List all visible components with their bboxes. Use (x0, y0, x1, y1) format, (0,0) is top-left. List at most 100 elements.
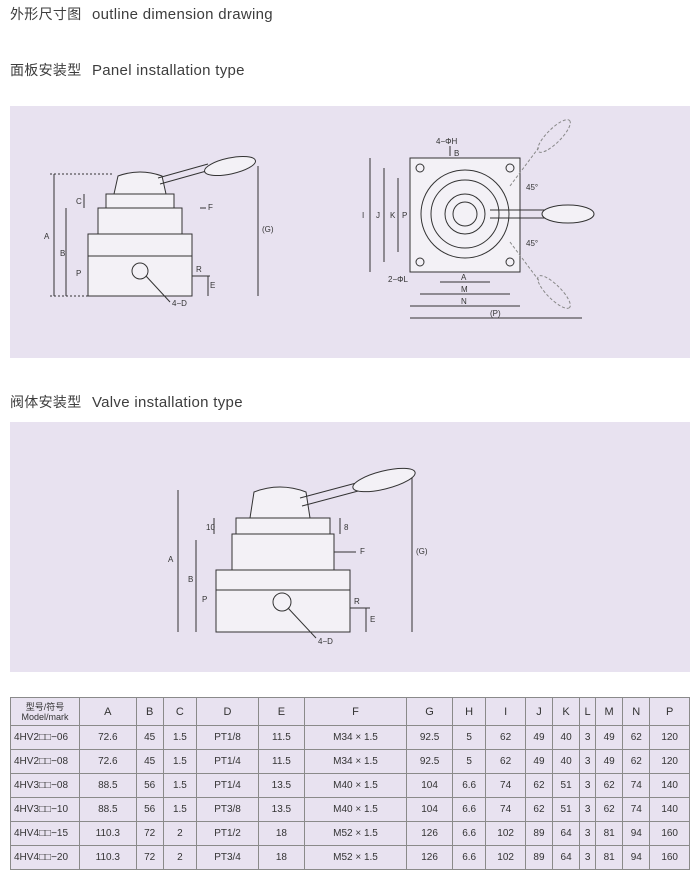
model-cell: 4HV3□□−08 (10, 773, 80, 798)
value-cell: 72 (135, 821, 164, 846)
value-cell: 11.5 (258, 749, 305, 774)
value-cell: 3 (579, 749, 597, 774)
label-b-top: B (454, 149, 459, 158)
model-cell: 4HV2□□−06 (10, 725, 80, 750)
label-b: B (60, 249, 65, 258)
value-cell: 18 (258, 821, 305, 846)
header-col-g: G (406, 697, 453, 726)
value-cell: 3 (579, 845, 597, 870)
label-r: R (196, 265, 202, 274)
value-cell: 5 (451, 725, 487, 750)
value-cell: 74 (485, 797, 526, 822)
value-cell: 49 (595, 725, 624, 750)
header-col-l: L (579, 697, 597, 726)
header-col-a: A (79, 697, 137, 726)
model-cell: 4HV4□□−15 (10, 821, 80, 846)
value-cell: 6.6 (451, 797, 487, 822)
mount-hole-br (505, 257, 515, 267)
valve-installation-drawing-panel: A 10 8 F B P R E 4−D (G) (10, 422, 690, 672)
value-cell: 74 (622, 797, 651, 822)
mount-hole-tl (415, 163, 425, 173)
label-k: K (390, 211, 396, 220)
handle-ghost-positions (509, 119, 571, 309)
handle-grip (352, 467, 416, 493)
label-p-top: P (402, 211, 407, 220)
value-cell: 81 (595, 845, 624, 870)
heading-panel-cn: 面板安装型 (10, 63, 82, 79)
label-e: E (370, 615, 375, 624)
header-col-i: I (485, 697, 526, 726)
value-cell: PT1/2 (196, 821, 259, 846)
value-cell: 88.5 (79, 773, 137, 798)
label-4d: 4−D (318, 637, 333, 646)
dial-inner-ring (444, 193, 486, 235)
label-b: B (188, 575, 193, 584)
handle-lever-side-lower (159, 169, 211, 185)
model-cell: 4HV4□□−20 (10, 845, 80, 870)
valve-installation-drawing: A 10 8 F B P R E 4−D (G) (168, 467, 428, 646)
label-f: F (208, 203, 213, 212)
value-cell: M40 × 1.5 (303, 773, 408, 798)
label-f: F (360, 547, 365, 556)
value-cell: 18 (258, 845, 305, 870)
value-cell: 92.5 (406, 725, 453, 750)
header-col-p: P (649, 697, 690, 726)
dial-center-hub (452, 201, 478, 227)
heading-outline-en: outline dimension drawing (91, 6, 273, 23)
header-col-d: D (196, 697, 259, 726)
header-col-f: F (303, 697, 408, 726)
header-col-c: C (162, 697, 198, 726)
value-cell: 3 (579, 797, 597, 822)
valve-nut (235, 517, 331, 535)
value-cell: 160 (649, 845, 690, 870)
value-cell: 94 (622, 845, 651, 870)
label-p: P (76, 269, 81, 278)
label-a: A (44, 232, 50, 241)
value-cell: 13.5 (258, 773, 305, 798)
label-n: N (461, 297, 467, 306)
label-j: J (376, 211, 380, 220)
value-cell: 13.5 (258, 797, 305, 822)
heading-valve-en: Valve installation type (91, 394, 243, 411)
value-cell: 104 (406, 773, 453, 798)
value-cell: 2 (162, 845, 198, 870)
value-cell: 102 (485, 845, 526, 870)
handle-grip-top (541, 204, 595, 224)
label-a: A (168, 555, 174, 564)
port-circle (272, 592, 292, 612)
value-cell: 74 (622, 773, 651, 798)
value-cell: M34 × 1.5 (303, 749, 408, 774)
header-col-n: N (622, 697, 651, 726)
value-cell: 62 (524, 797, 554, 822)
value-cell: 11.5 (258, 725, 305, 750)
mount-hole-tr (505, 163, 515, 173)
value-cell: 56 (135, 773, 164, 798)
value-cell: 140 (649, 773, 690, 798)
value-cell: PT1/4 (196, 749, 259, 774)
value-cell: 3 (579, 821, 597, 846)
handle-grip-side (204, 155, 256, 177)
dial-middle-ring (430, 179, 500, 249)
value-cell: 81 (595, 821, 624, 846)
value-cell: PT3/4 (196, 845, 259, 870)
label-p-paren: (P) (490, 309, 501, 318)
label-2l: 2−ΦL (388, 275, 409, 284)
value-cell: 49 (524, 749, 554, 774)
value-cell: 56 (135, 797, 164, 822)
header-model-cn: 型号/符号 (25, 701, 65, 712)
header-col-k: K (552, 697, 581, 726)
label-r: R (354, 597, 360, 606)
value-cell: 110.3 (79, 845, 137, 870)
value-cell: 104 (406, 797, 453, 822)
value-cell: 49 (595, 749, 624, 774)
label-8: 8 (344, 523, 349, 532)
panel-installation-drawings: A B C F P R E 4−D (G) 4−ΦH B 45° 45° I J… (44, 119, 595, 319)
value-cell: 120 (649, 725, 690, 750)
value-cell: 45 (135, 725, 164, 750)
value-cell: 62 (595, 773, 624, 798)
value-cell: 2 (162, 821, 198, 846)
